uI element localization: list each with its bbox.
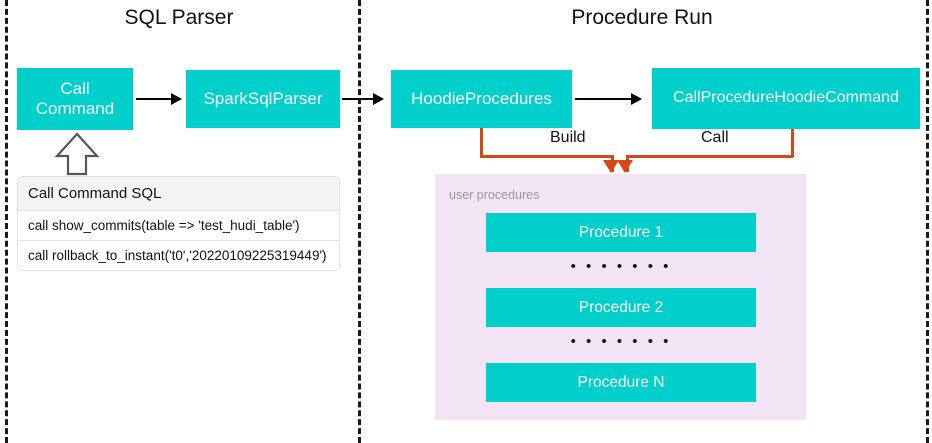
procedure-list-separator: • • • • • • • [570, 258, 672, 275]
procedure-item[interactable]: Procedure N [486, 363, 756, 402]
arrow-call-command-to-parser-line [136, 98, 173, 100]
node-hoodie-procedures[interactable]: HoodieProcedures [391, 70, 572, 128]
user-procedures-panel: user procedures Procedure 1 • • • • • • … [435, 174, 806, 420]
section-title-sql-parser: SQL Parser [124, 6, 234, 29]
divider-middle [358, 0, 361, 443]
section-title-procedure-run: Procedure Run [571, 6, 713, 29]
edge-label-call: Call [697, 129, 733, 147]
arrow-parser-to-hoodie-procedures-line [342, 98, 375, 100]
divider-left [5, 0, 8, 443]
call-connector-vertical-start [791, 129, 794, 157]
sql-card-row[interactable]: call rollback_to_instant('t0','202201092… [17, 241, 340, 271]
call-command-sql-card: Call Command SQL call show_commits(table… [17, 176, 340, 271]
arrow-call-command-to-parser-head-icon [171, 93, 182, 105]
sql-card-header: Call Command SQL [17, 176, 340, 211]
procedure-item[interactable]: Procedure 2 [486, 288, 756, 327]
user-procedures-caption: user procedures [449, 188, 540, 202]
build-connector-horizontal [480, 155, 613, 158]
procedure-list-separator: • • • • • • • [570, 333, 672, 350]
edge-label-build: Build [546, 129, 590, 147]
arrow-hoodie-procedures-to-command-line [575, 98, 633, 100]
arrow-parser-to-hoodie-procedures-head-icon [373, 93, 384, 105]
node-call-command[interactable]: Call Command [17, 68, 133, 130]
procedure-item[interactable]: Procedure 1 [486, 213, 756, 252]
build-arrow-head-icon [603, 160, 619, 173]
hollow-up-arrow-icon [55, 132, 99, 176]
arrow-hoodie-procedures-to-command-head-icon [631, 93, 642, 105]
divider-right [926, 0, 929, 443]
node-call-procedure-hoodie-command[interactable]: CallProcedureHoodieCommand [652, 68, 920, 129]
node-spark-sql-parser[interactable]: SparkSqlParser [186, 70, 340, 128]
sql-card-row[interactable]: call show_commits(table => 'test_hudi_ta… [17, 211, 340, 241]
build-connector-vertical-start [480, 128, 483, 157]
call-connector-horizontal [626, 155, 793, 158]
call-arrow-head-icon [617, 160, 633, 173]
